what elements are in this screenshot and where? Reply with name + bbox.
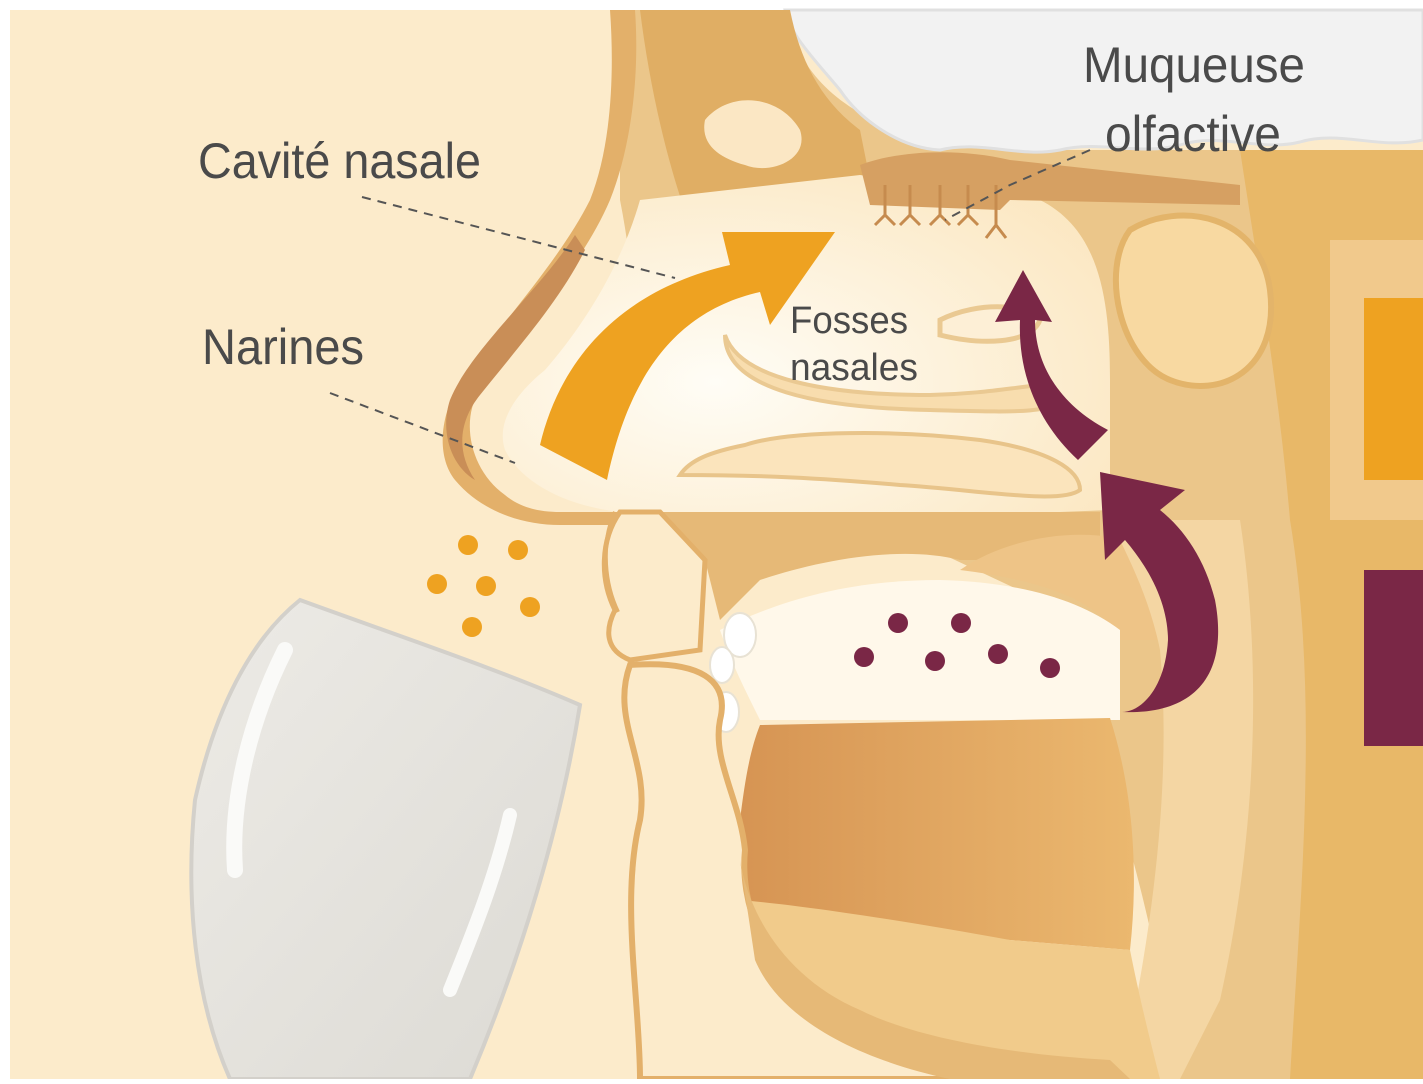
label-muqueuse-line1: Muqueuse — [1083, 37, 1305, 93]
legend-swatch-retronasal — [1364, 570, 1423, 746]
label-muqueuse-line2: olfactive — [1105, 106, 1281, 162]
legend-swatch-orthonasal — [1364, 298, 1423, 480]
label-cavite-nasale: Cavité nasale — [198, 133, 481, 189]
label-narines: Narines — [202, 319, 364, 375]
label-fosses-line1: Fosses — [790, 300, 908, 342]
label-fosses-line2: nasales — [790, 347, 918, 389]
